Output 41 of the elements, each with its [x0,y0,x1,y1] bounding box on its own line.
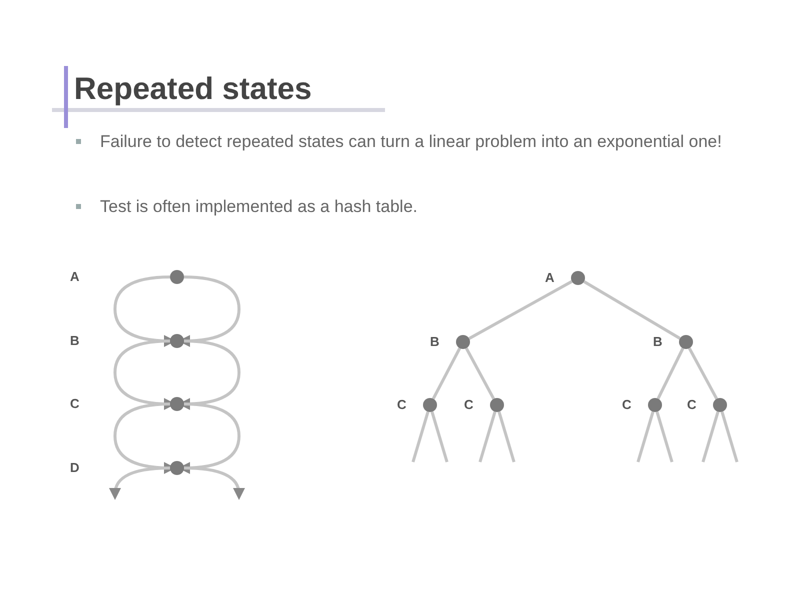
state-label: B [653,335,662,349]
line [583,280,681,340]
line [412,411,430,462]
line [478,411,496,462]
state-dot [423,398,437,412]
row-label: C [70,397,80,411]
state-dot [713,398,727,412]
line [465,347,495,400]
line [432,348,462,400]
state-label: B [430,335,440,349]
line [636,411,654,462]
state-label: C [687,398,696,412]
state-dot [170,334,184,348]
line [656,348,684,400]
state-label: C [622,398,632,412]
state-dot [490,398,504,412]
line [720,411,738,462]
line [656,411,674,462]
line [468,280,573,340]
row-label: A [70,270,80,284]
bullet-text: Test is often implemented as a hash table. [100,196,419,218]
state-label: C [464,398,474,412]
bullet-text: Failure to detect repeated states can turn a linear problem into an exponential one! [100,131,723,153]
arrow [184,466,244,500]
state-dot [648,398,662,412]
row-label: D [70,461,80,475]
slide-title: Repeated states [74,70,312,108]
state-dot [170,397,184,411]
arrow [110,466,170,500]
state-dot [170,461,184,475]
state-dot [170,270,184,284]
state-label: C [397,398,406,412]
state-dot [571,271,585,285]
line [498,411,516,462]
state-label: A [545,271,554,285]
state-dot [456,335,470,349]
line [688,347,718,400]
line [430,411,448,462]
line [702,411,720,462]
row-label: B [70,334,80,348]
state-dot [679,335,693,349]
